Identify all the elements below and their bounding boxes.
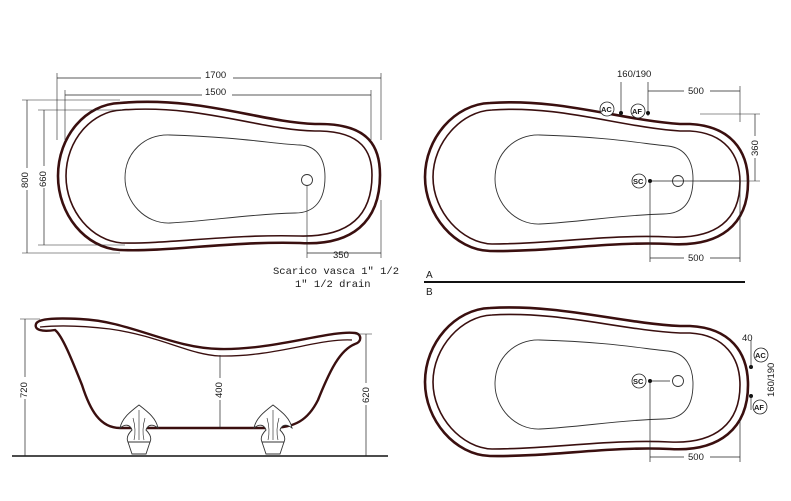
- basin-outline-a: [494, 134, 694, 225]
- svg-text:SC: SC: [633, 177, 644, 186]
- section-label-b: B: [426, 287, 433, 298]
- dim-500-bottom-label-b: 500: [688, 452, 704, 463]
- svg-text:AF: AF: [632, 107, 642, 116]
- dim-width-inner: 660: [36, 109, 125, 246]
- tub-profile-rim: [39, 325, 353, 357]
- dim-height-mid: 400: [213, 355, 227, 428]
- sc-marker-a: SC: [631, 173, 647, 189]
- dim-width-outer: 800: [18, 99, 120, 254]
- tub-outline-outer-a: [423, 101, 750, 253]
- top-view: 1700 1500 800 660: [18, 70, 399, 291]
- dim-length-outer: 1700: [56, 70, 382, 140]
- drain-hole-b: [672, 375, 684, 387]
- svg-text:AC: AC: [755, 351, 766, 360]
- svg-text:AF: AF: [754, 403, 764, 412]
- dim-height-rim: 620: [355, 333, 373, 456]
- af-marker-b: AF: [752, 399, 768, 415]
- tub-outline-inner-b: [432, 313, 741, 450]
- section-separator: A B: [424, 270, 745, 298]
- dim-1700-label: 1700: [205, 70, 226, 81]
- dim-40-label: 40: [742, 333, 753, 344]
- view-a: 160/190 500 AC AF 360 SC 500: [423, 69, 762, 264]
- svg-text:SC: SC: [633, 377, 644, 386]
- dim-360-label: 360: [750, 140, 761, 156]
- ac-marker-b: AC: [753, 347, 769, 363]
- tub-outline-inner-a: [432, 108, 741, 245]
- af-marker-a: AF: [630, 103, 646, 119]
- dim-720-label: 720: [19, 382, 30, 398]
- tub-outline-inner: [65, 108, 373, 244]
- view-b: 40 160/190 AC AF SC 500: [423, 306, 778, 463]
- drain-hole: [301, 174, 313, 186]
- dim-160-190-label-a: 160/190: [617, 69, 651, 80]
- dim-1500-label: 1500: [205, 87, 226, 98]
- basin-outline: [124, 134, 326, 224]
- tub-profile: [34, 317, 362, 430]
- dim-drain-offset: 350: [306, 186, 382, 261]
- tub-outline-outer: [56, 100, 382, 252]
- ac-marker-a: AC: [599, 101, 615, 117]
- dim-160-190-label-b: 160/190: [766, 363, 777, 397]
- basin-outline-b: [494, 339, 694, 430]
- claw-foot-right: [253, 404, 293, 455]
- dim-660-label: 660: [38, 171, 49, 187]
- section-label-a: A: [426, 270, 433, 281]
- dim-height-total: 720: [17, 318, 40, 456]
- dim-620-label: 620: [361, 387, 372, 403]
- drain-note-it: Scarico vasca 1" 1/2: [273, 266, 399, 278]
- dim-350-label: 350: [333, 250, 349, 261]
- claw-foot-left: [119, 404, 159, 455]
- svg-text:AC: AC: [601, 105, 612, 114]
- tub-outline-outer-b: [423, 306, 750, 458]
- side-view: 720 400 620: [12, 317, 388, 457]
- drain-note-en: 1" 1/2 drain: [295, 279, 371, 291]
- dim-length-inner: 1500: [64, 87, 372, 140]
- dim-400-label: 400: [214, 382, 225, 398]
- dim-500-bottom-label-a: 500: [688, 253, 704, 264]
- dim-500-top-label: 500: [688, 86, 704, 97]
- sc-marker-b: SC: [631, 373, 647, 389]
- dim-800-label: 800: [20, 172, 31, 188]
